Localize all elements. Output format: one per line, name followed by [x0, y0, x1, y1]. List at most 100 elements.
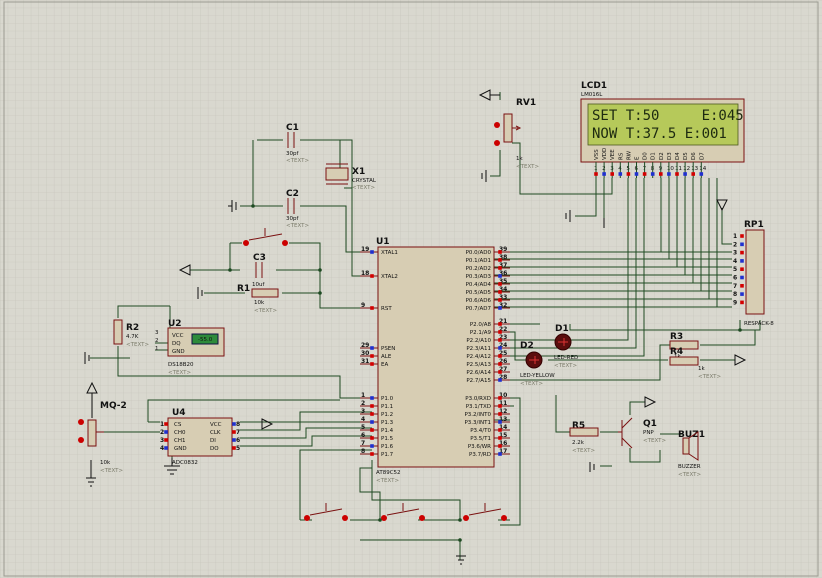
sensor-u2[interactable]: U2 -55.0 VCC DQ GND 3 2 1 DS18B20 <TEXT>: [155, 319, 225, 376]
r5-text: <TEXT>: [572, 448, 595, 454]
u1-pin-num: 12: [499, 408, 507, 415]
lcd-module[interactable]: LCD1 LM016L SET T:50 E:045 NOW T:37.5 E:…: [580, 81, 745, 178]
u1-text: <TEXT>: [376, 478, 399, 484]
resistor-r1[interactable]: R1 10k <TEXT>: [237, 284, 279, 314]
transistor-q1[interactable]: Q1 PNP <TEXT>: [618, 417, 666, 449]
u1-pin-num: 2: [361, 400, 365, 407]
u1-pin-num: 33: [499, 294, 507, 301]
u1-pin-num: 3: [361, 408, 365, 415]
led-d2[interactable]: D2 LED-YELLOW <TEXT>: [520, 341, 555, 387]
r4-ref: R4: [670, 347, 683, 357]
resistor-r5[interactable]: R5 2.2k <TEXT>: [569, 421, 599, 454]
u1-pin-num: 30: [361, 350, 369, 357]
buz1-part: BUZZER: [678, 464, 701, 470]
u1-pin-num: 21: [499, 318, 507, 325]
u1-pin-state: [370, 274, 374, 278]
x1-ref: X1: [352, 167, 365, 177]
u1-pin-state: [498, 322, 502, 326]
lcd-line-2: NOW T:37.5 E:001: [592, 126, 727, 142]
capacitor-c2[interactable]: C2 30pf <TEXT>: [286, 189, 309, 229]
lcd-pin-d5: D5: [683, 152, 689, 160]
rp1-pin-state: [740, 234, 744, 238]
rv1-ref: RV1: [516, 98, 536, 108]
rp1-pin-state: [740, 284, 744, 288]
crystal-x1[interactable]: X1 CRYSTAL <TEXT>: [325, 163, 377, 191]
lcd-pin-group: VSS1VDD2VEE3RS4RW5E6D07D18D29D310D411D51…: [594, 148, 707, 178]
q1-ref: Q1: [643, 419, 657, 429]
u1-pin-state: [498, 274, 502, 278]
u1-pin-num: 38: [499, 254, 507, 261]
lcd-pin-state: [675, 172, 679, 176]
u4-pin-num: 2: [160, 429, 164, 436]
u1-pin-state: [498, 378, 502, 382]
buz1-ref: BUZ1: [678, 430, 705, 440]
push-button-1[interactable]: [304, 503, 348, 521]
r1-text: <TEXT>: [254, 308, 277, 314]
u1-pin-num: 34: [499, 286, 507, 293]
microcontroller-u1[interactable]: U1 XTAL119XTAL218RST9PSEN29ALE30EA31P1.0…: [360, 237, 510, 484]
rp1-pin-state: [740, 300, 744, 305]
rp1-pin-num: 9: [733, 299, 737, 306]
u1-pin-num: 16: [499, 440, 507, 447]
u1-pin-num: 17: [499, 448, 507, 455]
u1-pin-state: [370, 396, 374, 400]
reset-button[interactable]: [243, 228, 288, 246]
u4-pin-clk: CLK: [210, 430, 221, 436]
u1-pin-p21a9: P2.1/A9: [470, 330, 492, 336]
push-button-2[interactable]: [381, 503, 425, 521]
u1-pin-p36wr: P3.6/WR: [468, 444, 491, 450]
resistor-r2[interactable]: R2 4.7K <TEXT>: [113, 319, 149, 348]
c2-value: 30pf: [286, 216, 299, 222]
u2-pin-num-3: 3: [155, 330, 159, 336]
mq2-ref: MQ-2: [100, 401, 127, 411]
u1-pin-p14: P1.4: [381, 428, 394, 434]
r2-value: 4.7K: [126, 334, 139, 340]
r1-ref: R1: [237, 284, 250, 294]
capacitor-c1[interactable]: C1 30pf <TEXT>: [286, 123, 309, 164]
u1-pin-state: [498, 298, 502, 302]
potentiometer-rv1[interactable]: RV1 1k <TEXT>: [494, 98, 539, 170]
lcd-pin-state: [650, 172, 655, 176]
rp1-pin-num: 6: [733, 275, 737, 282]
u2-part: DS18B20: [168, 362, 194, 368]
lcd-pin-rw: RW: [626, 150, 632, 160]
u1-pin-num: 28: [499, 374, 507, 381]
r3-ref: R3: [670, 332, 683, 342]
u1-pin-p03ad3: P0.3/AD3: [466, 274, 492, 280]
lcd-pin-state: [659, 172, 663, 176]
u1-pin-p24a12: P2.4/A12: [466, 354, 491, 360]
u1-pin-num: 29: [361, 342, 369, 349]
u1-pin-state: [370, 420, 374, 424]
u1-pin-p16: P1.6: [381, 444, 394, 450]
u1-pin-state: [370, 250, 374, 254]
gas-sensor-mq2[interactable]: MQ-2 10k <TEXT>: [78, 401, 127, 474]
push-button-3[interactable]: [463, 503, 507, 521]
power-symbols: [84, 89, 747, 565]
u4-part: ADC0832: [172, 460, 198, 466]
buzzer-buz1[interactable]: BUZ1 BUZZER <TEXT>: [678, 430, 705, 478]
u1-pin-p04ad4: P0.4/AD4: [466, 282, 492, 288]
lcd-pin-state: [610, 172, 614, 176]
c1-value: 30pf: [286, 151, 299, 157]
lcd-pin-state: [634, 172, 639, 176]
u4-ref: U4: [172, 408, 186, 418]
q1-text: <TEXT>: [643, 438, 666, 444]
led-d1[interactable]: D1 LED-RED <TEXT>: [554, 324, 578, 369]
lcd-ref: LCD1: [581, 81, 607, 91]
u1-pin-p26a14: P2.6/A14: [466, 370, 491, 376]
rp1-ref: RP1: [744, 220, 764, 230]
u1-pin-rst: RST: [381, 306, 392, 312]
u1-pin-state: [498, 266, 502, 270]
u1-ref: U1: [376, 237, 390, 247]
resistor-r4[interactable]: R4 1k <TEXT>: [669, 347, 721, 380]
rp1-pin-state: [740, 250, 744, 255]
lcd-pin-d4: D4: [675, 152, 681, 160]
u1-pin-p22a10: P2.2/A10: [466, 338, 491, 344]
lcd-pin-state: [667, 172, 671, 176]
rp1-pin-num: 1: [733, 233, 737, 240]
lcd-pin-state: [618, 172, 623, 176]
capacitor-c3[interactable]: C3 10uf: [252, 253, 266, 288]
